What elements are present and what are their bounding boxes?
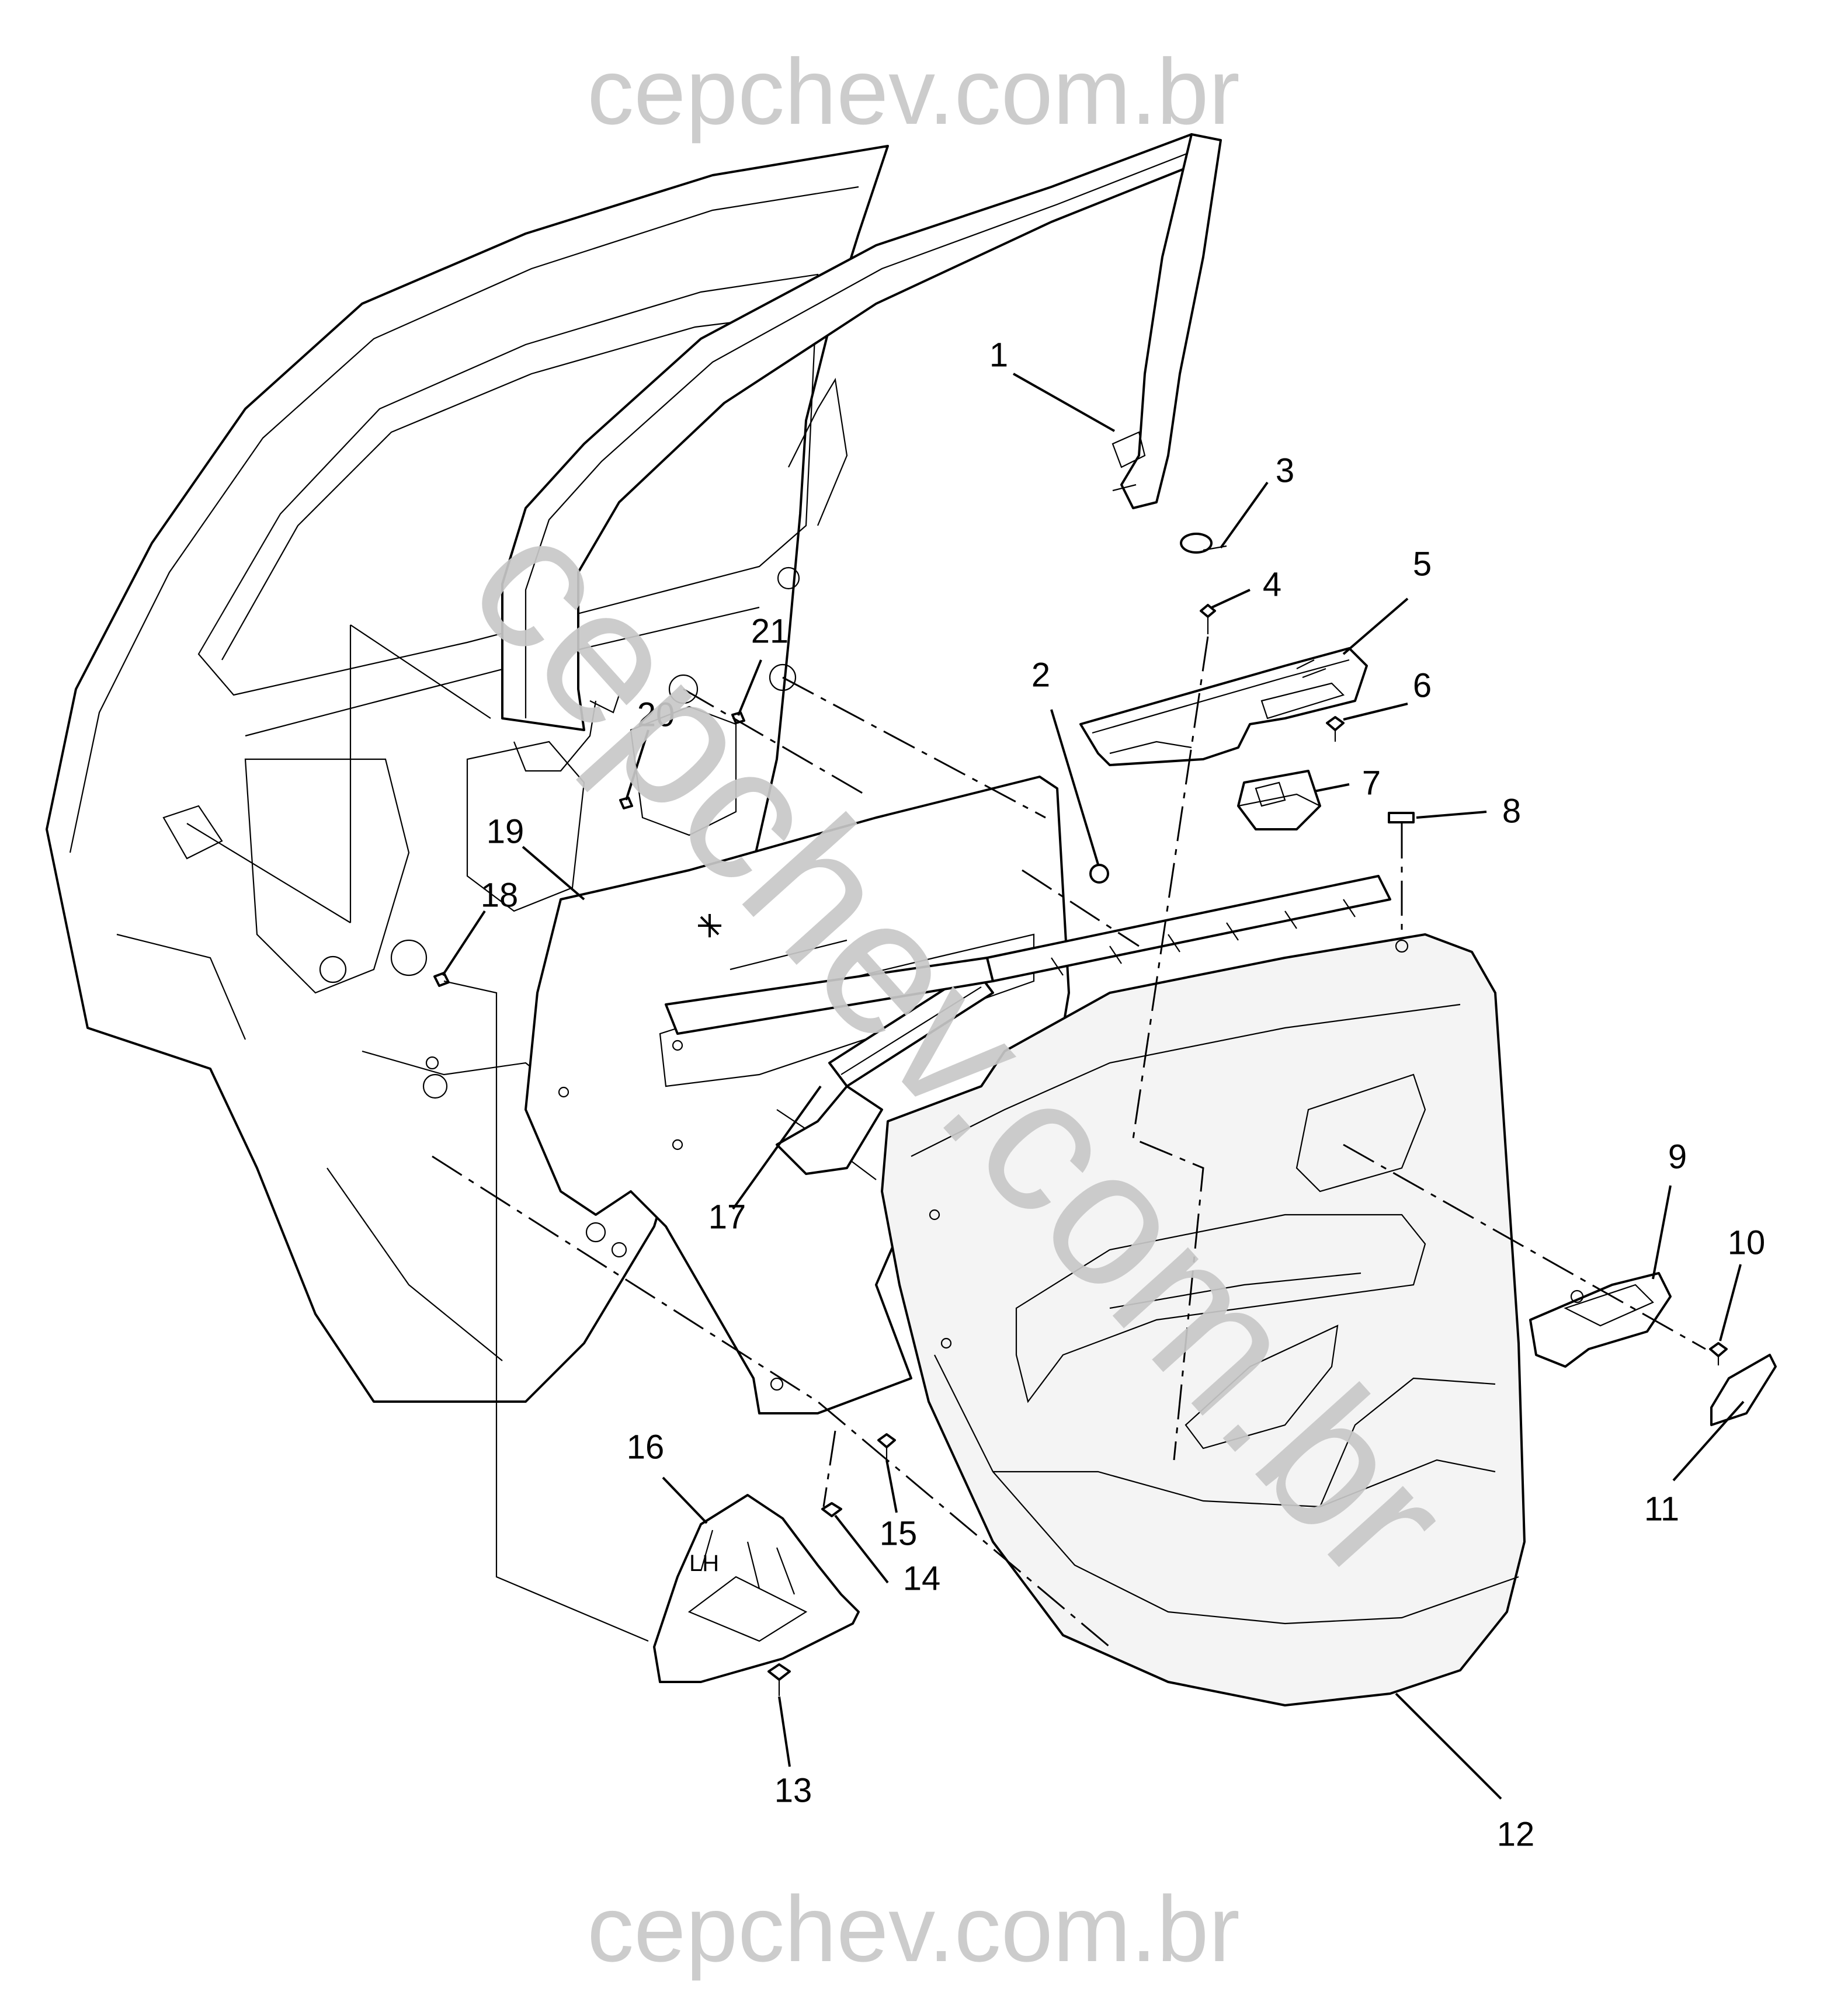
door-trim-panel-12 xyxy=(881,933,1526,1706)
screw-6 xyxy=(1326,716,1345,742)
inside-handle-9 xyxy=(1529,1272,1672,1368)
lower-seal-17 xyxy=(776,968,994,1175)
callout-3: 3 xyxy=(1276,451,1294,489)
callout-12: 12 xyxy=(1497,1815,1535,1853)
plug-8 xyxy=(1388,812,1415,823)
screw-10 xyxy=(1709,1342,1728,1365)
callout-20: 20 xyxy=(637,696,675,734)
callout-7: 7 xyxy=(1362,764,1381,802)
window-switch-7 xyxy=(1237,770,1321,830)
callout-21: 21 xyxy=(751,612,789,650)
callout-13: 13 xyxy=(774,1771,812,1809)
callout-5: 5 xyxy=(1413,545,1432,583)
callout-1: 1 xyxy=(989,336,1008,374)
callout-6: 6 xyxy=(1413,666,1432,704)
callout-leaders xyxy=(442,373,1745,1800)
callout-4: 4 xyxy=(1263,565,1281,603)
callout-11: 11 xyxy=(1644,1490,1679,1528)
callout-15: 15 xyxy=(880,1514,918,1552)
handle-bezel-11 xyxy=(1710,1354,1777,1426)
water-deflector-19 xyxy=(525,776,1070,1414)
watermark-top: cepchev.com.br xyxy=(587,39,1240,144)
callout-numbers: 1 2 3 4 5 6 7 8 9 10 11 12 13 14 15 16 1… xyxy=(481,336,1766,1853)
bolt-13 xyxy=(767,1663,791,1696)
callout-18: 18 xyxy=(481,876,519,914)
alignment-lines xyxy=(186,624,1706,1648)
pillar-applique-1 xyxy=(1112,133,1222,509)
callout-10: 10 xyxy=(1728,1223,1766,1261)
watermark-bottom: cepchev.com.br xyxy=(587,1876,1240,1981)
callout-9: 9 xyxy=(1668,1138,1687,1176)
callout-16: 16 xyxy=(627,1428,665,1466)
clip-21 xyxy=(731,711,745,724)
switch-bezel-5 xyxy=(1079,647,1368,766)
callout-8: 8 xyxy=(1502,792,1521,830)
callout-2: 2 xyxy=(1031,656,1050,694)
fasteners xyxy=(433,533,1728,1696)
screw-4 xyxy=(1200,604,1216,634)
callout-19: 19 xyxy=(487,812,525,850)
bracket-16: LH xyxy=(653,1494,860,1683)
callout-17: 17 xyxy=(708,1198,746,1236)
bracket-side-marking: LH xyxy=(689,1551,719,1576)
inner-belt-seal xyxy=(665,875,1391,1035)
nut-14 xyxy=(821,1502,842,1517)
callout-14: 14 xyxy=(903,1559,941,1597)
cap-3 xyxy=(1180,533,1227,554)
stud-15 xyxy=(877,1433,896,1460)
retainer-2 xyxy=(1089,864,1109,884)
